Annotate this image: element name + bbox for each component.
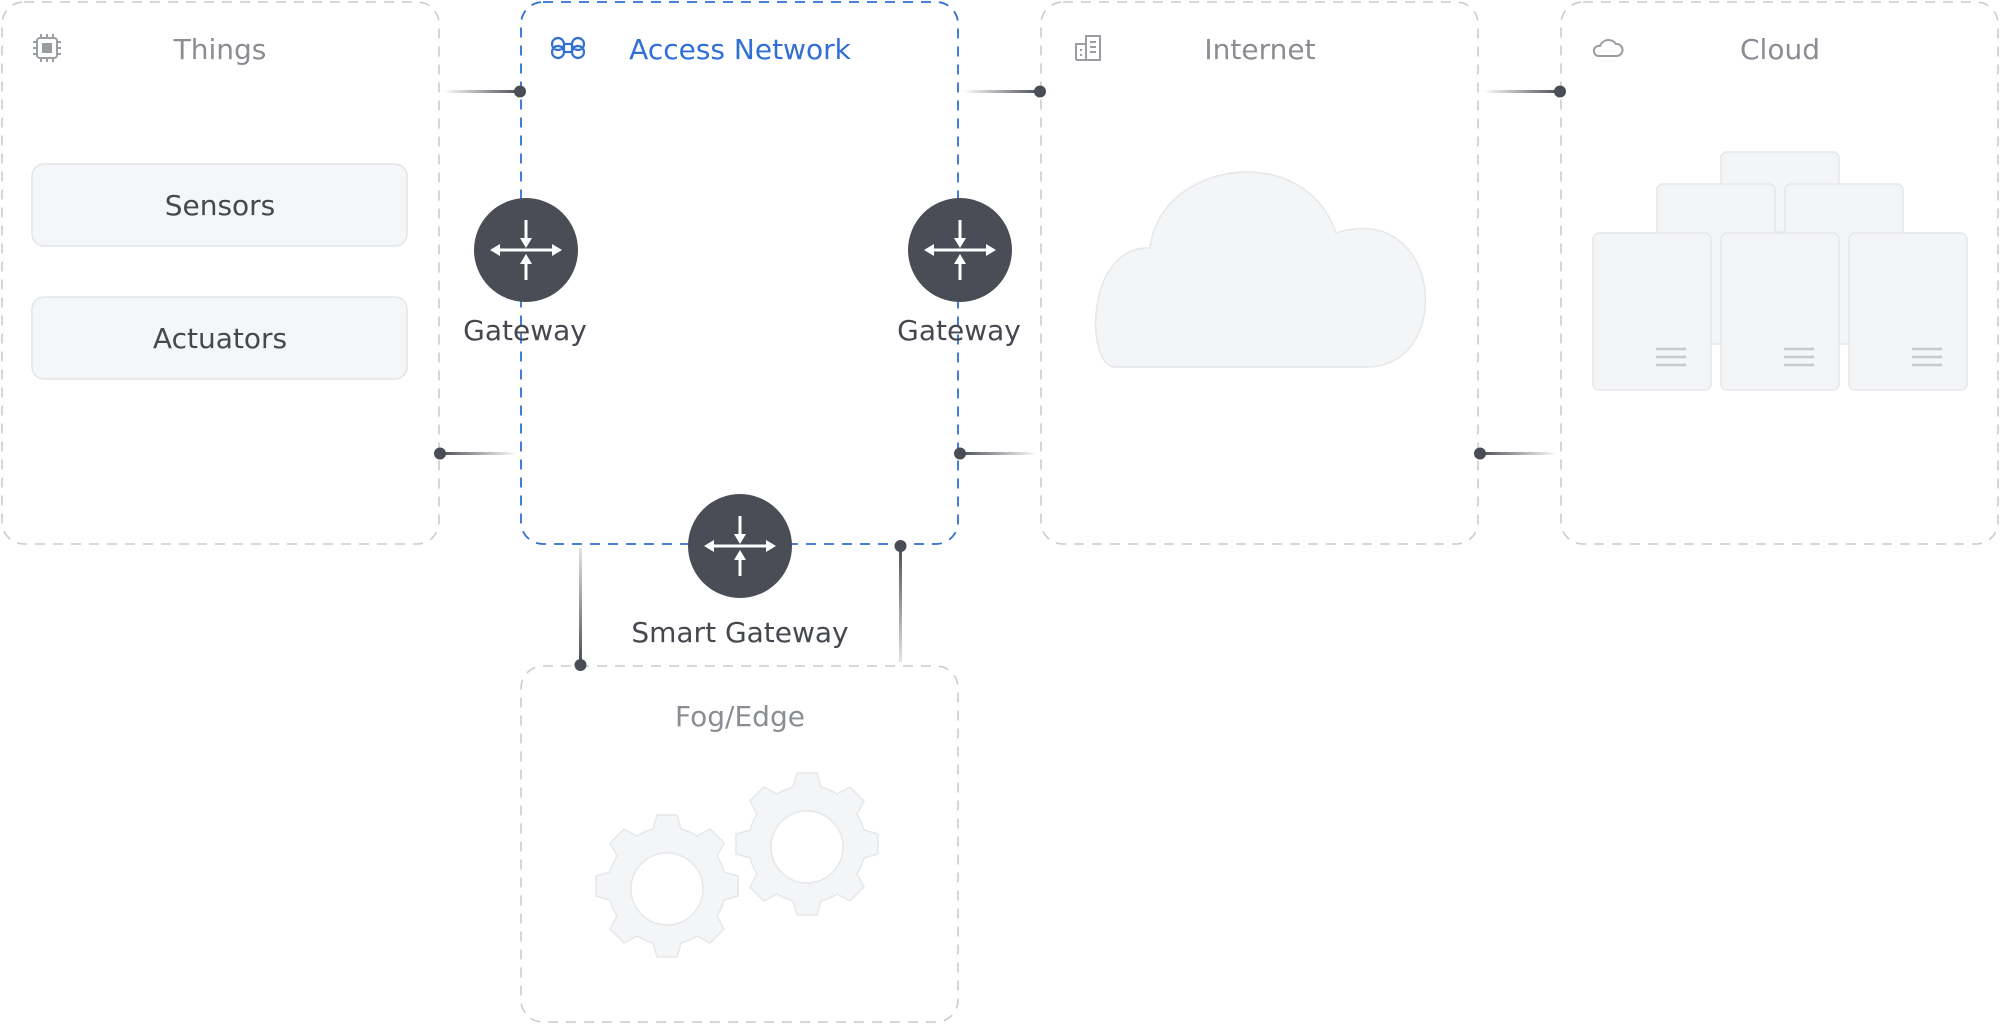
- panel-title-fog-edge: Fog/Edge: [675, 700, 805, 733]
- connector-dot: [434, 447, 446, 460]
- connector-internet-cloud-top: [1483, 90, 1560, 93]
- sensors-label: Sensors: [165, 189, 276, 222]
- things-panel: Things Sensors Actuators: [1, 1, 440, 545]
- gateway-right[interactable]: Gateway: [897, 198, 1021, 347]
- gears-illustration: [595, 772, 879, 958]
- smart-gateway[interactable]: Smart Gateway: [631, 494, 849, 649]
- chip-icon: [33, 34, 61, 62]
- internet-panel: Internet: [1040, 1, 1479, 545]
- gateway-left-label: Gateway: [463, 314, 587, 347]
- actuators-label: Actuators: [153, 322, 287, 355]
- access-network-panel: Access Network: [520, 1, 959, 545]
- connector-cloud-internet-bottom: [1480, 452, 1557, 455]
- connector-access-things-bottom: [440, 452, 517, 455]
- connector-dot: [514, 85, 526, 98]
- connector-things-access-top: [443, 90, 520, 93]
- command-icon: [550, 36, 586, 60]
- server-rack-illustration: [1592, 151, 1968, 391]
- cloud-panel: Cloud: [1560, 1, 1999, 545]
- internet-cloud-shape: [1094, 171, 1427, 368]
- connector-access-internet-top: [963, 90, 1040, 93]
- panel-title-access-network: Access Network: [629, 33, 851, 66]
- panel-title-internet: Internet: [1204, 33, 1315, 66]
- actuators-item[interactable]: Actuators: [31, 296, 408, 380]
- sensors-item[interactable]: Sensors: [31, 163, 408, 247]
- cloud-icon: [1592, 39, 1624, 57]
- connector-fog-access: [899, 546, 902, 662]
- connector-dot: [894, 540, 907, 552]
- connector-dot: [1474, 447, 1486, 460]
- smart-gateway-label: Smart Gateway: [631, 616, 848, 649]
- connector-dot: [1034, 85, 1046, 98]
- gateway-left[interactable]: Gateway: [463, 198, 587, 347]
- connectors: [434, 85, 1566, 671]
- connector-internet-access-bottom: [960, 452, 1037, 455]
- connector-dot: [1554, 85, 1566, 98]
- connector-dot: [954, 447, 966, 460]
- fog-edge-panel: Fog/Edge: [520, 665, 959, 1023]
- gateway-right-label: Gateway: [897, 314, 1021, 347]
- panel-title-things: Things: [173, 33, 267, 66]
- building-icon: [1075, 35, 1101, 61]
- connector-access-fog: [579, 548, 582, 664]
- connector-dot: [574, 659, 587, 671]
- panel-title-cloud: Cloud: [1740, 33, 1820, 66]
